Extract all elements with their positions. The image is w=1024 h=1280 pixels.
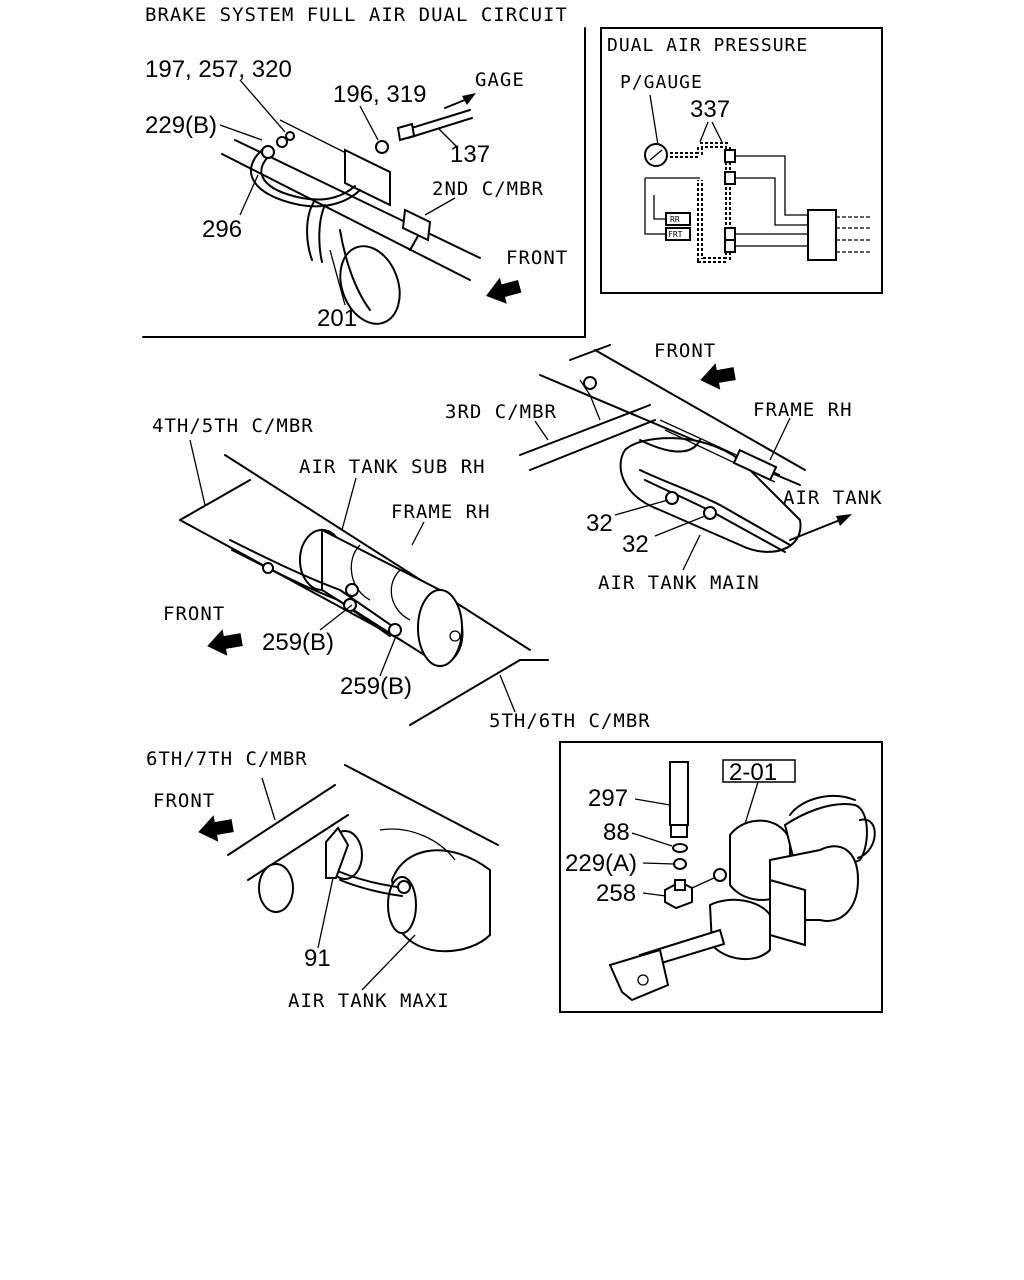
frame-rh-label-panel3: FRAME RH <box>391 501 491 523</box>
part-229b: 229(B) <box>145 112 217 139</box>
gage-label: GAGE <box>475 69 525 91</box>
panel-air-tank-sub: 4TH/5TH C/MBR AIR TANK SUB RH FRAME RH F… <box>152 415 651 732</box>
part-258: 258 <box>596 880 636 907</box>
second-crossmember-label: 2ND C/MBR <box>432 178 544 200</box>
front-label-panel3: FRONT <box>163 603 225 625</box>
panel-gauge-line: 197, 257, 320 196, 319 GAGE 229(B) 137 2… <box>142 27 586 338</box>
air-tank-main-label: AIR TANK MAIN <box>598 572 760 594</box>
fourth-fifth-crossmember-label: 4TH/5TH C/MBR <box>152 415 314 437</box>
air-tank-sub-rh-label: AIR TANK SUB RH <box>299 456 486 478</box>
part-259b-lower: 259(B) <box>340 673 412 700</box>
part-296: 296 <box>202 216 242 243</box>
front-label-panel2: FRONT <box>654 340 716 362</box>
inset-dual-border <box>600 27 883 294</box>
sixth-seventh-crossmember-label: 6TH/7TH C/MBR <box>146 748 308 770</box>
front-label-panel1: FRONT <box>506 247 568 269</box>
front-label-panel4: FRONT <box>153 790 215 812</box>
part-88: 88 <box>603 819 630 846</box>
fifth-sixth-crossmember-label: 5TH/6TH C/MBR <box>489 710 651 732</box>
part-137: 137 <box>450 141 490 168</box>
part-197-257-320: 197, 257, 320 <box>145 56 292 83</box>
inset-dual-title: DUAL AIR PRESSURE <box>607 35 808 56</box>
part-229a: 229(A) <box>565 850 637 877</box>
air-tank-maxi-label: AIR TANK MAXI <box>288 990 450 1012</box>
part-32-b: 32 <box>622 531 649 558</box>
reference-box <box>722 759 796 783</box>
frame-rh-label-panel2: FRAME RH <box>753 399 853 421</box>
inset-brake-chamber: 2-01 297 88 229(A) 258 <box>559 741 883 1013</box>
third-crossmember-label: 3RD C/MBR <box>445 401 557 423</box>
inset-dual-air-pressure: DUAL AIR PRESSURE P/GAUGE 337 RR FRT <box>600 27 883 294</box>
frt-switch-label: FRT <box>668 230 683 239</box>
part-337: 337 <box>690 96 730 123</box>
part-32-a: 32 <box>586 510 613 537</box>
part-259b-upper: 259(B) <box>262 629 334 656</box>
panel-air-tank-main: FRONT 3RD C/MBR FRAME RH AIR TANK 32 32 … <box>445 340 883 594</box>
part-201: 201 <box>317 305 357 332</box>
part-196-319: 196, 319 <box>333 81 426 108</box>
diagram-title: BRAKE SYSTEM FULL AIR DUAL CIRCUIT <box>145 4 568 26</box>
pressure-gauge-label: P/GAUGE <box>620 72 703 93</box>
rr-switch-label: RR <box>670 215 680 224</box>
part-91: 91 <box>304 945 331 972</box>
part-297: 297 <box>588 785 628 812</box>
panel-air-tank-maxi: 6TH/7TH C/MBR FRONT 91 AIR TANK MAXI <box>146 748 499 1012</box>
reference-2-01: 2-01 <box>729 759 777 786</box>
air-tank-label: AIR TANK <box>783 487 883 509</box>
